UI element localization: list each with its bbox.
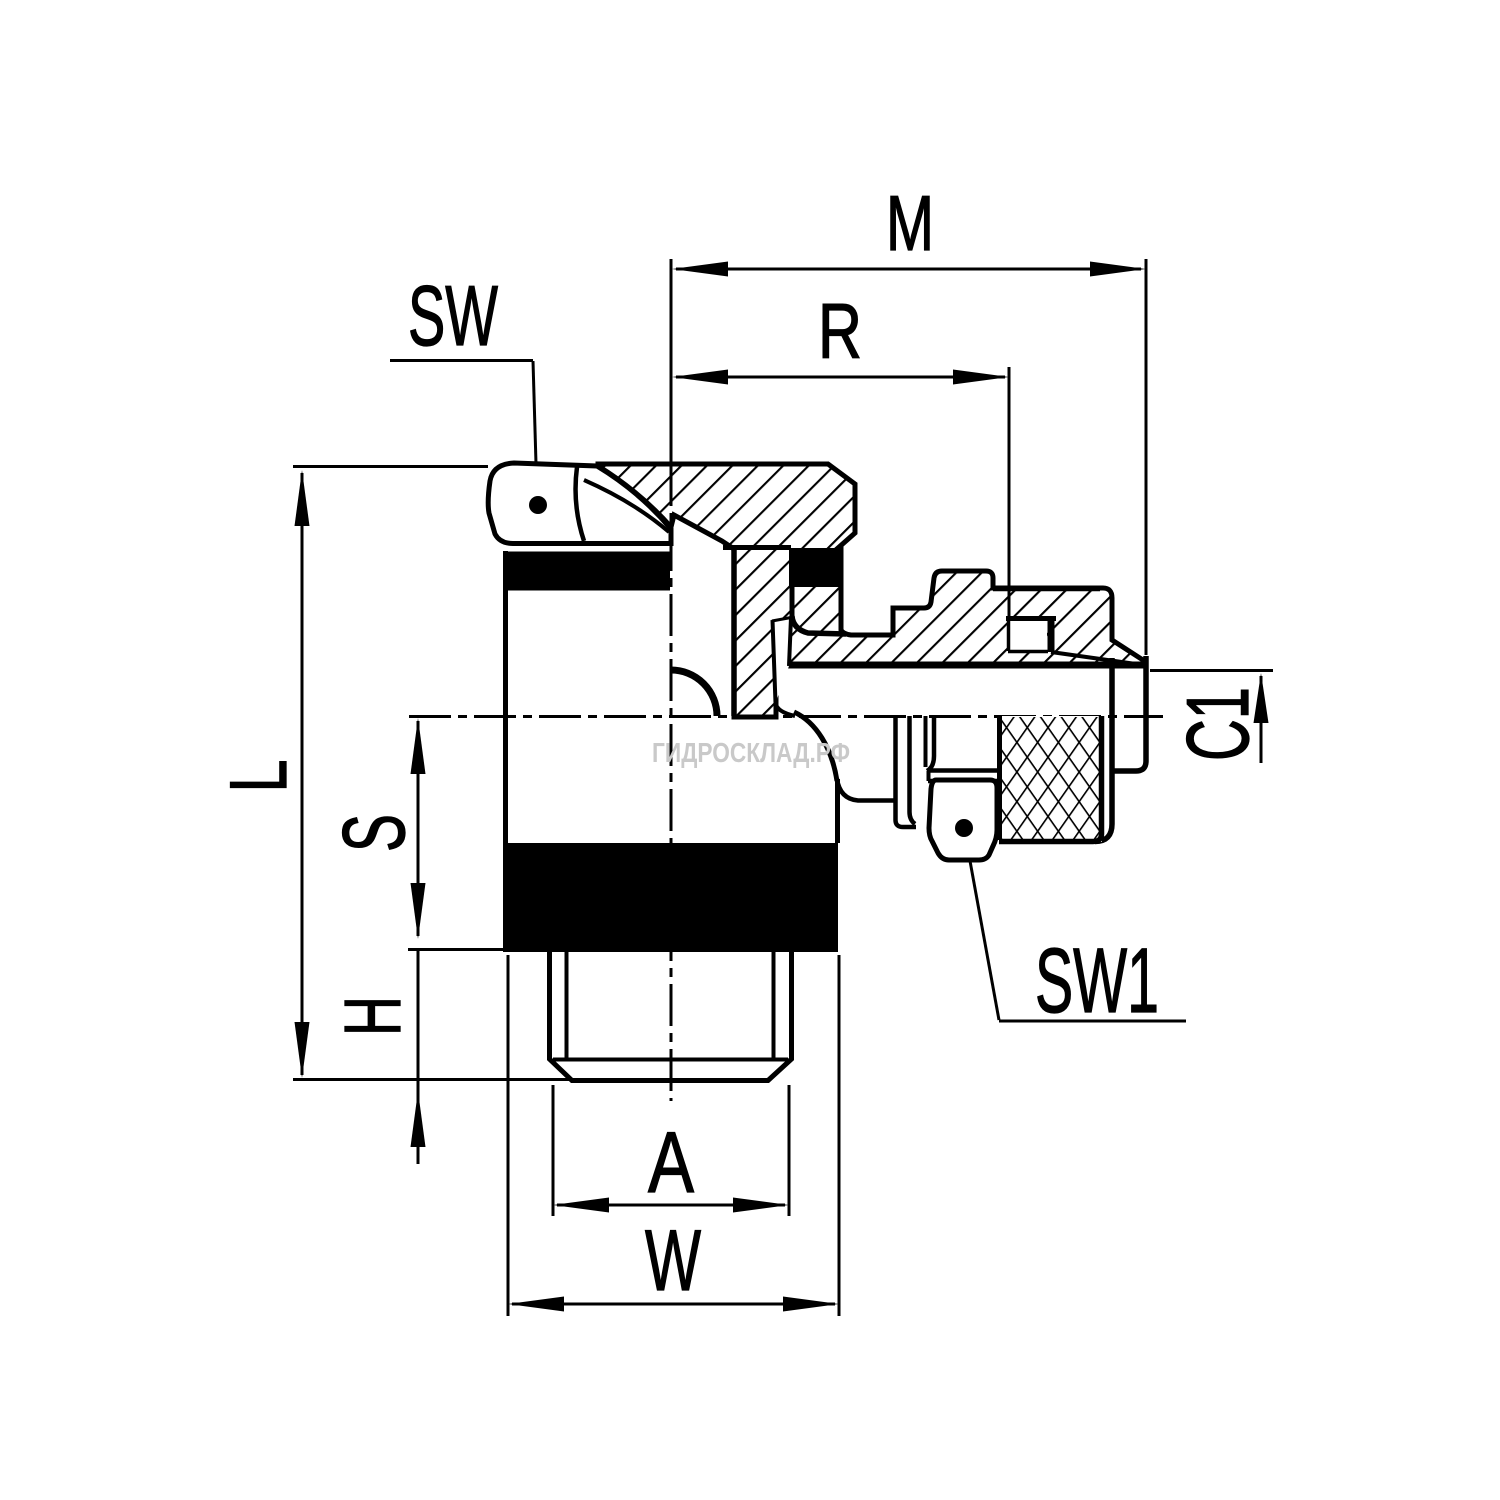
svg-text:M: M xyxy=(886,179,934,267)
svg-text:SW: SW xyxy=(408,269,498,364)
svg-text:ГИДРОСКЛАД.РФ: ГИДРОСКЛАД.РФ xyxy=(652,737,850,768)
svg-text:H: H xyxy=(328,996,417,1036)
svg-text:S: S xyxy=(324,814,423,852)
svg-text:R: R xyxy=(818,287,862,375)
svg-text:L: L xyxy=(214,760,304,793)
svg-text:SW1: SW1 xyxy=(1035,930,1159,1032)
svg-text:W: W xyxy=(645,1213,701,1309)
svg-text:A: A xyxy=(648,1115,695,1211)
svg-text:C1: C1 xyxy=(1168,687,1267,761)
